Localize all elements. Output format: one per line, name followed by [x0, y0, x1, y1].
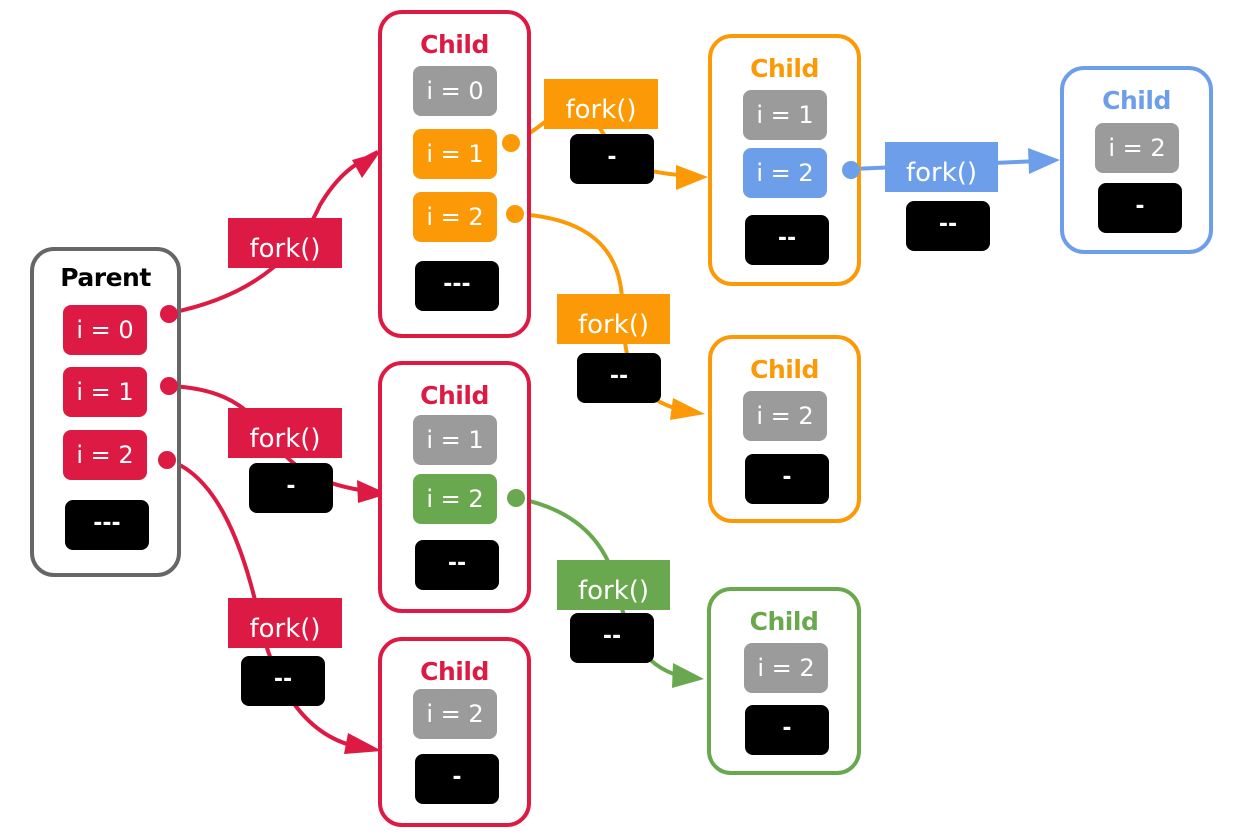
child-title: Child — [749, 607, 819, 636]
arrowhead — [676, 165, 708, 190]
child-var: i = 2 — [413, 474, 497, 524]
child-var: i = 2 — [413, 689, 497, 739]
fork-origin-dot — [506, 205, 524, 223]
child-process-c3: Child i = 2 - — [378, 637, 531, 827]
child-output: --- — [415, 261, 499, 311]
arrowhead — [352, 152, 380, 178]
parent-var-i1: i = 1 — [63, 367, 147, 417]
child-var: i = 1 — [413, 129, 497, 179]
child-process-c6: Child i = 2 - — [707, 587, 861, 775]
child-output: - — [745, 705, 829, 755]
child-output: -- — [745, 215, 829, 265]
fork-label-c1-c4: fork() — [544, 79, 658, 129]
fork-origin-dot — [507, 489, 525, 507]
child-var: i = 2 — [1095, 123, 1179, 173]
fork-output-parent-c2: - — [249, 463, 333, 513]
child-process-c4: Child i = 1 i = 2 -- — [708, 34, 861, 286]
child-output: -- — [415, 540, 499, 590]
arrowhead — [1028, 148, 1060, 174]
arrowhead — [344, 733, 382, 754]
parent-var-i2: i = 2 — [63, 430, 147, 480]
child-output: - — [415, 754, 499, 804]
child-var: i = 0 — [413, 66, 497, 116]
child-process-c5: Child i = 2 - — [708, 335, 861, 523]
fork-label-parent-c1: fork() — [228, 218, 342, 268]
fork-origin-dot — [160, 305, 178, 323]
parent-process: Parent i = 0 i = 1 i = 2 --- — [30, 247, 181, 577]
child-var: i = 1 — [743, 90, 827, 140]
fork-label-parent-c2: fork() — [228, 408, 342, 458]
fork-output-c2-c6: -- — [570, 613, 654, 663]
child-var: i = 2 — [743, 391, 827, 441]
fork-origin-dot — [160, 377, 178, 395]
child-var: i = 2 — [743, 148, 827, 198]
child-title: Child — [750, 355, 819, 384]
child-title: Child — [420, 657, 489, 686]
fork-output-c1-c4: - — [570, 134, 654, 184]
child-output: - — [745, 454, 829, 504]
fork-output-parent-c3: -- — [241, 656, 325, 706]
arrowhead — [357, 480, 388, 503]
arrowhead — [672, 663, 704, 688]
fork-label-parent-c3: fork() — [228, 598, 342, 648]
fork-origin-dot — [502, 134, 520, 152]
child-process-c2: Child i = 1 i = 2 -- — [378, 361, 531, 613]
fork-output-c4-c7: -- — [906, 201, 990, 251]
fork-label-c2-c6: fork() — [557, 560, 670, 610]
child-process-c1: Child i = 0 i = 1 i = 2 --- — [378, 10, 531, 338]
child-title: Child — [750, 54, 819, 83]
child-var: i = 2 — [744, 643, 828, 693]
parent-output: --- — [65, 500, 149, 550]
arrowhead — [670, 398, 705, 420]
child-var: i = 2 — [413, 192, 497, 242]
child-var: i = 1 — [413, 415, 497, 465]
parent-title: Parent — [60, 263, 151, 292]
child-title: Child — [420, 30, 489, 59]
child-title: Child — [1102, 86, 1171, 115]
parent-var-i0: i = 0 — [63, 305, 147, 355]
fork-label-c4-c7: fork() — [885, 142, 998, 192]
fork-origin-dot — [158, 451, 176, 469]
child-output: - — [1098, 183, 1182, 233]
fork-output-c1-c5: -- — [577, 353, 661, 403]
child-title: Child — [420, 381, 489, 410]
fork-origin-dot — [842, 161, 860, 179]
fork-label-c1-c5: fork() — [557, 294, 670, 344]
child-process-c7: Child i = 2 - — [1060, 66, 1213, 254]
